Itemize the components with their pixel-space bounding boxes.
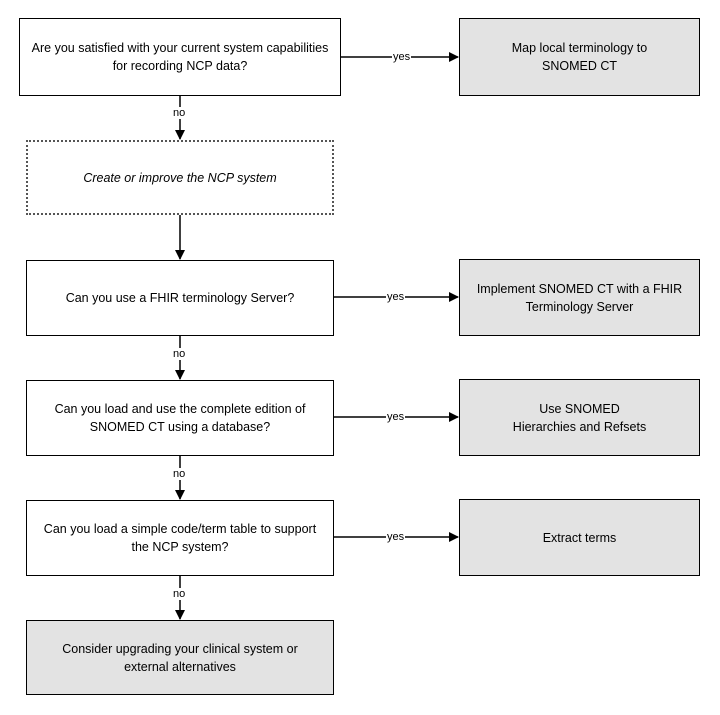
edge-label-no-1: no <box>172 107 187 119</box>
question-satisfied-node: Are you satisfied with your current syst… <box>19 18 341 96</box>
edge-label-no-4: no <box>172 588 187 600</box>
edge-label-yes-3: yes <box>386 411 406 423</box>
edge-label-no-3: no <box>172 468 187 480</box>
edge-label-yes-1: yes <box>392 51 412 63</box>
action-extract-terms-node: Extract terms <box>459 499 700 576</box>
end-consider-upgrade-node: Consider upgrading your clinical system … <box>26 620 334 695</box>
edge-label-no-2: no <box>172 348 187 360</box>
question-database-node: Can you load and use the complete editio… <box>26 380 334 456</box>
action-map-terminology-text: Map local terminology to SNOMED CT <box>511 41 648 73</box>
action-implement-fhir-node: Implement SNOMED CT with a FHIR Terminol… <box>459 259 700 336</box>
create-improve-node: Create or improve the NCP system <box>26 140 334 215</box>
end-consider-upgrade-text: Consider upgrading your clinical system … <box>62 641 298 674</box>
question-fhir-text: Can you use a FHIR terminology Server? <box>65 291 295 305</box>
question-simple-table-text: Can you load a simple code/term table to… <box>43 522 317 554</box>
question-fhir-node: Can you use a FHIR terminology Server? <box>26 260 334 336</box>
action-hierarchies-text: Use SNOMED Hierarchies and Refsets <box>512 401 647 434</box>
action-extract-terms-text: Extract terms <box>542 530 617 545</box>
action-implement-fhir-text: Implement SNOMED CT with a FHIR Terminol… <box>476 281 683 314</box>
action-hierarchies-node: Use SNOMED Hierarchies and Refsets <box>459 379 700 456</box>
edge-label-yes-4: yes <box>386 531 406 543</box>
edge-label-yes-2: yes <box>386 291 406 303</box>
create-improve-text: Create or improve the NCP system <box>83 170 277 185</box>
question-satisfied-text: Are you satisfied with your current syst… <box>31 41 329 73</box>
question-database-text: Can you load and use the complete editio… <box>54 402 306 434</box>
action-map-terminology-node: Map local terminology to SNOMED CT <box>459 18 700 96</box>
question-simple-table-node: Can you load a simple code/term table to… <box>26 500 334 576</box>
